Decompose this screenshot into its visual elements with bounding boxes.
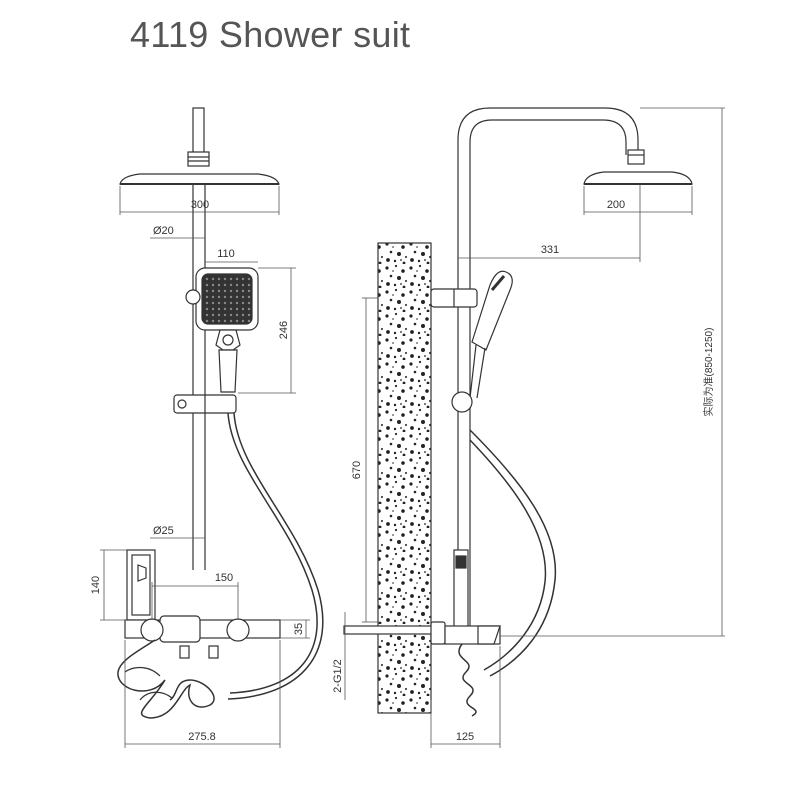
side-holder [451, 391, 473, 413]
dim-arm-length: 331 [541, 244, 559, 256]
side-dimensions [344, 107, 725, 748]
top-pipe [192, 107, 205, 157]
dim-mixer-center: 150 [215, 572, 233, 584]
mixer-knob-right [226, 618, 250, 642]
dim-lower-pipe-diameter: Ø25 [153, 525, 174, 537]
dim-height-range: 实际为准(850-1250) [702, 328, 715, 417]
side-hand-shower [471, 270, 513, 351]
side-coil [458, 643, 477, 717]
dim-total-width: 275.8 [188, 731, 216, 743]
dim-thread: 2-G1/2 [332, 659, 344, 693]
hand-shower-handle [218, 349, 238, 393]
dim-outlet-height: 35 [293, 623, 305, 635]
front-dimensions [100, 186, 310, 748]
side-view [343, 107, 693, 717]
dim-head-width: 300 [191, 199, 209, 211]
coil-hose [117, 639, 215, 719]
arch-pipe-outer [457, 107, 639, 640]
head-connector [187, 151, 210, 167]
dim-hand-width: 110 [217, 248, 235, 260]
dim-pipe-diameter: Ø20 [153, 225, 174, 237]
rain-head [119, 173, 280, 185]
dim-side-head-width: 200 [607, 199, 625, 211]
side-rain-head [583, 171, 693, 185]
wall [377, 242, 432, 714]
front-view [117, 107, 324, 719]
dim-slide-height: 670 [351, 461, 363, 479]
dim-mixer-height: 140 [90, 576, 102, 594]
dim-hand-height: 246 [278, 321, 290, 339]
dim-depth: 125 [456, 731, 474, 743]
mixer-knob-left [140, 618, 164, 642]
hose [227, 412, 318, 694]
page-title: 4119 Shower suit [130, 14, 411, 55]
side-hose [469, 429, 557, 677]
